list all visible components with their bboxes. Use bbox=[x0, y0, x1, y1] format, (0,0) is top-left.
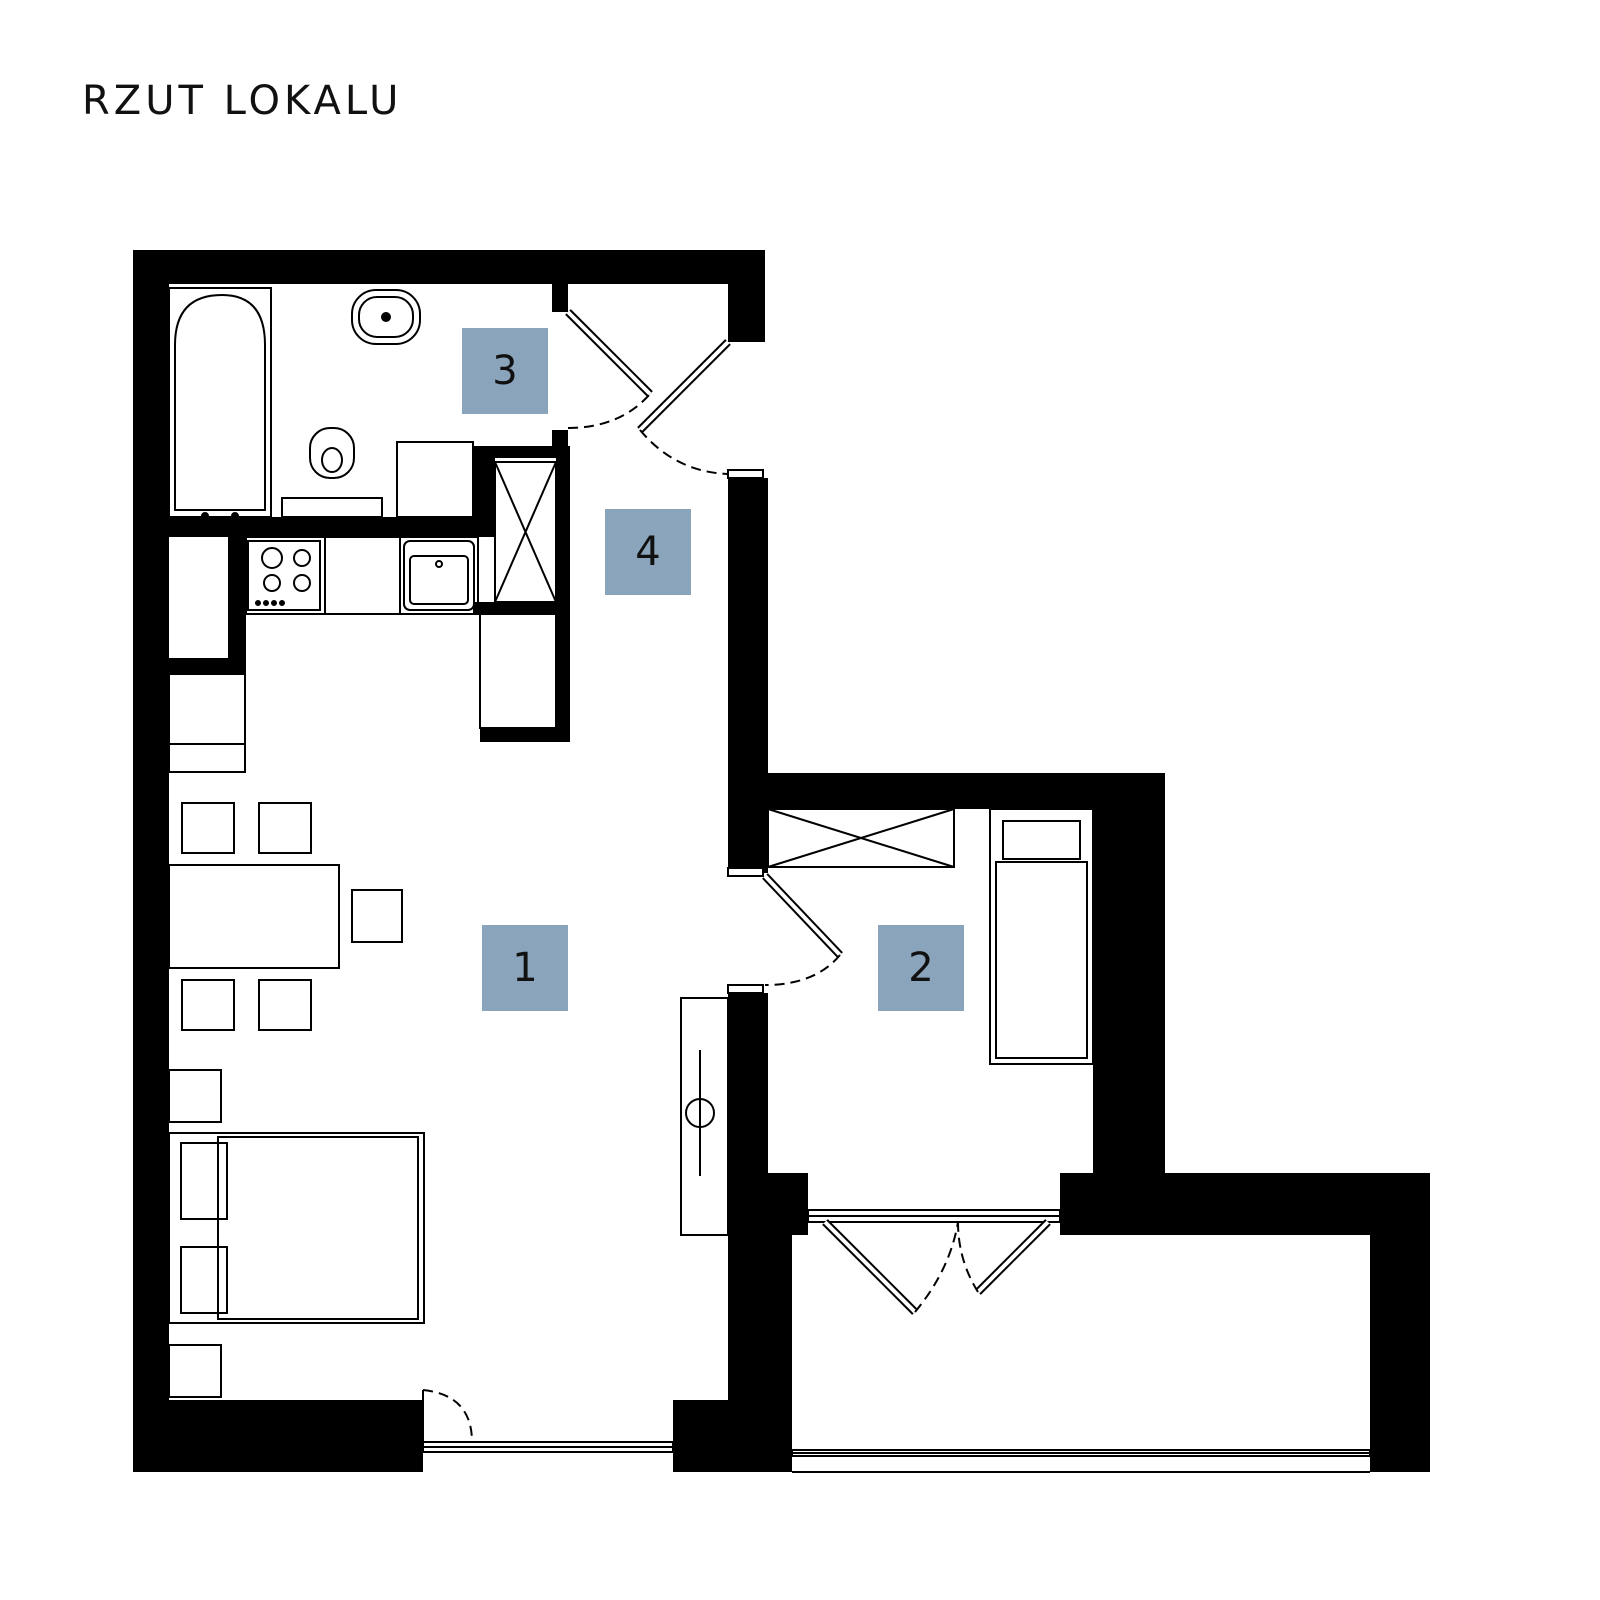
room-label-2: 2 bbox=[878, 925, 964, 1011]
bathtub-outline bbox=[168, 287, 272, 518]
wall-room2-right bbox=[1093, 773, 1165, 1173]
wardrobe-nook bbox=[168, 673, 246, 745]
room-1-furniture bbox=[168, 802, 729, 1398]
wall-nook-bottom bbox=[169, 658, 246, 674]
nightstand bbox=[168, 1344, 222, 1398]
kitchen-counter bbox=[245, 536, 479, 615]
kitchen-sink bbox=[403, 540, 475, 611]
cooktop bbox=[247, 540, 321, 611]
bathroom-sink bbox=[351, 289, 421, 345]
wall-bath-bottom bbox=[133, 517, 485, 537]
pillow bbox=[180, 1142, 228, 1220]
wall-shaft-mid bbox=[473, 602, 570, 614]
pillow bbox=[1002, 820, 1081, 860]
walls bbox=[133, 250, 1430, 1472]
wall-balcony-right bbox=[1370, 1173, 1430, 1472]
wall-shaft-top bbox=[473, 446, 568, 458]
wardrobe bbox=[680, 997, 729, 1236]
room-2-furniture bbox=[767, 808, 1094, 1065]
wall-middle-upper bbox=[728, 478, 768, 873]
wall-bottom-mid bbox=[673, 1400, 768, 1472]
wall-bath-door-stub-bottom bbox=[552, 430, 568, 446]
bed-frame bbox=[168, 1132, 425, 1324]
chair bbox=[258, 979, 312, 1031]
fridge bbox=[479, 613, 557, 729]
bathroom-fixtures bbox=[168, 287, 557, 603]
dining-table bbox=[168, 864, 340, 969]
wall-column-right bbox=[556, 614, 570, 742]
chair bbox=[181, 979, 235, 1031]
wall-left bbox=[133, 250, 169, 1472]
bed bbox=[217, 1136, 419, 1320]
chair bbox=[181, 802, 235, 854]
wall-bottom-left bbox=[133, 1400, 423, 1472]
chair bbox=[351, 889, 403, 943]
wall-bath-door-stub-top bbox=[552, 284, 568, 312]
room-label-4: 4 bbox=[605, 509, 691, 595]
wall-nook bbox=[228, 537, 246, 674]
plan-title: RZUT LOKALU bbox=[82, 78, 403, 124]
wall-shaft-left bbox=[473, 446, 495, 537]
bathtub-inner bbox=[174, 293, 266, 511]
pillow bbox=[180, 1246, 228, 1314]
room-label-1: 1 bbox=[482, 925, 568, 1011]
windows bbox=[422, 1441, 1371, 1473]
ventilation-shaft bbox=[494, 461, 557, 603]
wall-top-right-stub bbox=[728, 250, 765, 342]
chair bbox=[258, 802, 312, 854]
room-label-3: 3 bbox=[462, 328, 548, 414]
nightstand bbox=[168, 1069, 222, 1123]
toilet bbox=[309, 427, 355, 479]
doors bbox=[422, 309, 1061, 1443]
wall-balcony-left bbox=[768, 1173, 792, 1472]
wall-top bbox=[133, 250, 765, 284]
bed-room-2 bbox=[989, 808, 1094, 1065]
washing-machine bbox=[396, 441, 474, 518]
wall-shaft-right bbox=[556, 446, 570, 614]
kitchen bbox=[168, 536, 557, 773]
wall-middle-lower bbox=[728, 993, 768, 1472]
wall-column-bottom bbox=[480, 728, 570, 742]
wall-balcony-top-right bbox=[1060, 1173, 1430, 1235]
wardrobe-room-2 bbox=[767, 808, 955, 868]
